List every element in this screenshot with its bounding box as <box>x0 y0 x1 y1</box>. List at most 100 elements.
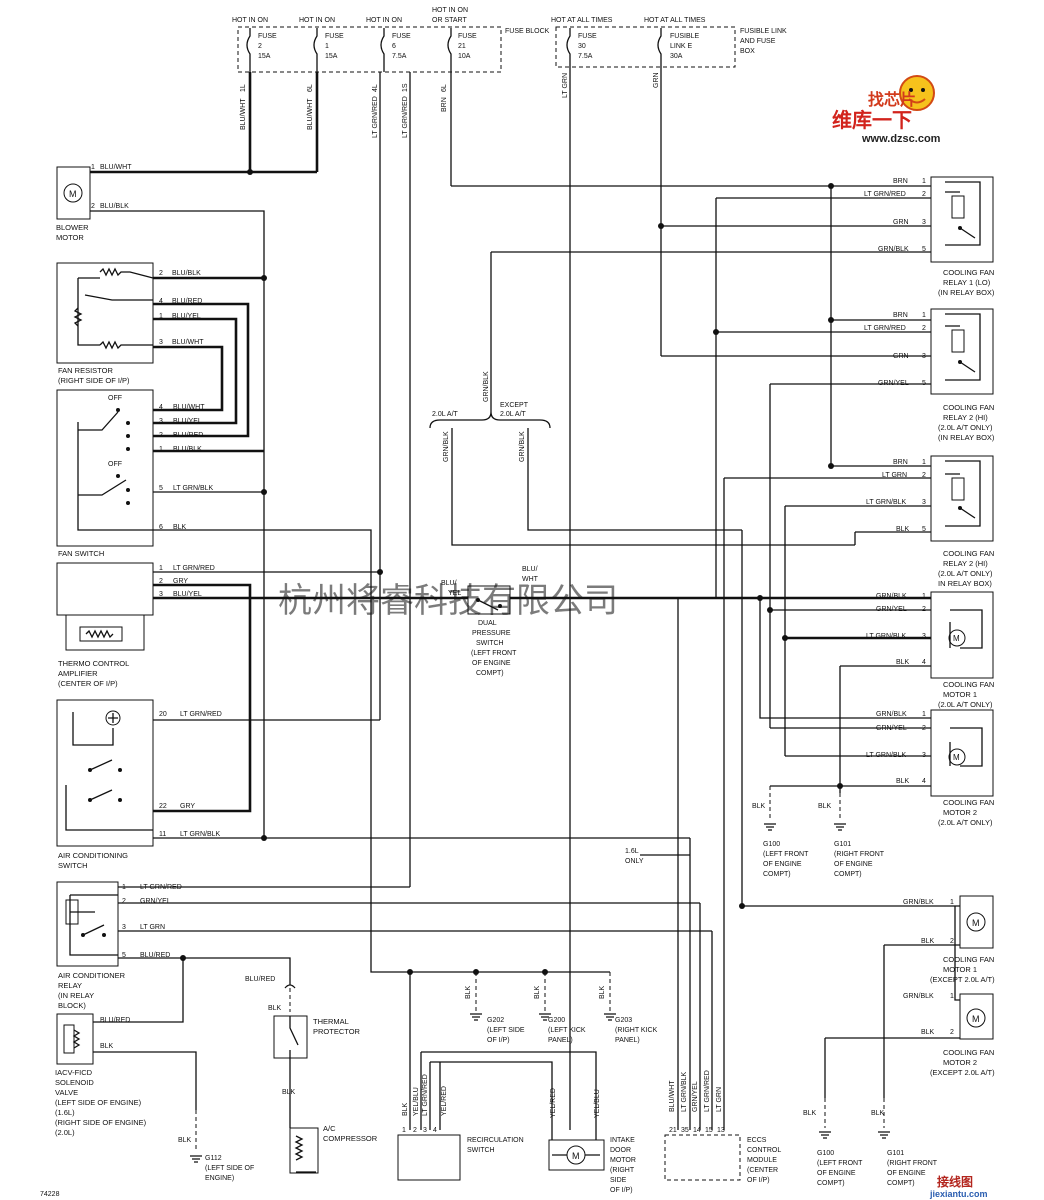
svg-text:WHT: WHT <box>522 576 539 583</box>
dzsc-logo: 找芯片 维库一下 www.dzsc.com <box>832 75 941 145</box>
svg-text:BLU/: BLU/ <box>522 566 538 573</box>
svg-text:11: 11 <box>159 831 166 838</box>
svg-text:HOT IN ON: HOT IN ON <box>366 17 402 24</box>
svg-text:BLK: BLK <box>818 803 832 810</box>
svg-text:BLU/RED: BLU/RED <box>245 976 275 983</box>
svg-text:7.5A: 7.5A <box>392 53 407 60</box>
svg-text:COMPT): COMPT) <box>763 871 791 878</box>
svg-text:10A: 10A <box>458 53 471 60</box>
svg-text:1: 1 <box>922 312 926 319</box>
svg-text:1.6L: 1.6L <box>625 848 639 855</box>
svg-text:IACV-FICD: IACV-FICD <box>55 1068 93 1077</box>
svg-text:RELAY 1 (LO): RELAY 1 (LO) <box>943 278 991 287</box>
fuse-block-label: FUSE BLOCK <box>505 28 550 35</box>
svg-text:(RIGHT FRONT: (RIGHT FRONT <box>887 1160 938 1167</box>
svg-text:BLK: BLK <box>100 1043 114 1050</box>
svg-text:PANEL): PANEL) <box>548 1037 573 1044</box>
svg-text:(EXCEPT 2.0L A/T): (EXCEPT 2.0L A/T) <box>930 975 995 984</box>
svg-text:LT GRN/BLK: LT GRN/BLK <box>173 485 214 492</box>
svg-text:14: 14 <box>693 1127 701 1134</box>
svg-text:20: 20 <box>159 711 167 718</box>
intake-door-motor: M YEL/RED YEL/BLU INTAKE DOOR MOTOR (RIG… <box>548 1088 636 1194</box>
svg-text:BLK: BLK <box>173 524 187 531</box>
cooling-fan-motor-1-except: M 1 GRN/BLK 2 BLK COOLING FAN MOTOR 1 (E… <box>903 895 995 984</box>
svg-text:PANEL): PANEL) <box>615 1037 640 1044</box>
motor-icon: M <box>572 1151 580 1161</box>
svg-text:G101: G101 <box>834 841 851 848</box>
svg-text:BLU/WHT: BLU/WHT <box>172 339 204 346</box>
svg-text:IN RELAY BOX): IN RELAY BOX) <box>938 579 992 588</box>
svg-text:2: 2 <box>922 472 926 479</box>
svg-text:35: 35 <box>681 1127 689 1134</box>
svg-text:OR START: OR START <box>432 17 467 24</box>
svg-text:(EXCEPT 2.0L A/T): (EXCEPT 2.0L A/T) <box>930 1068 995 1077</box>
svg-text:15A: 15A <box>258 53 271 60</box>
svg-text:BLK: BLK <box>871 1110 885 1117</box>
svg-text:COOLING FAN: COOLING FAN <box>943 403 994 412</box>
svg-text:3: 3 <box>922 633 926 640</box>
svg-text:(2.0L): (2.0L) <box>55 1128 75 1137</box>
svg-text:3: 3 <box>423 1127 427 1134</box>
svg-text:LT GRN: LT GRN <box>716 1087 723 1112</box>
dual-pressure-switch: BLU/ YEL BLU/ WHT DUAL PRESSURE SWITCH (… <box>441 566 539 677</box>
watermark: 杭州将睿科技有限公司 <box>278 582 618 620</box>
svg-text:2: 2 <box>950 938 954 945</box>
svg-text:COMPT): COMPT) <box>476 670 504 677</box>
svg-text:COMPT): COMPT) <box>887 1180 915 1187</box>
svg-text:BLK: BLK <box>752 803 766 810</box>
svg-text:GRN/YEL: GRN/YEL <box>692 1081 699 1112</box>
fan-resistor: FAN RESISTOR (RIGHT SIDE OF I/P) 2 BLU/B… <box>56 262 204 385</box>
svg-text:6: 6 <box>392 43 396 50</box>
svg-text:BLU/WHT: BLU/WHT <box>669 1080 676 1112</box>
svg-text:5: 5 <box>922 246 926 253</box>
svg-text:GRN/BLK: GRN/BLK <box>903 993 934 1000</box>
svg-text:SOLENOID: SOLENOID <box>55 1078 94 1087</box>
svg-text:COMPT): COMPT) <box>834 871 862 878</box>
svg-text:COOLING FAN: COOLING FAN <box>943 1048 994 1057</box>
svg-text:2.0L A/T: 2.0L A/T <box>432 411 459 418</box>
svg-text:BRN: BRN <box>893 312 908 319</box>
svg-text:3: 3 <box>159 418 163 425</box>
svg-text:(LEFT SIDE: (LEFT SIDE <box>487 1027 525 1034</box>
svg-text:2: 2 <box>413 1127 417 1134</box>
svg-text:(RIGHT: (RIGHT <box>610 1167 635 1174</box>
svg-text:BOX: BOX <box>740 48 755 55</box>
svg-text:GRY: GRY <box>180 803 195 810</box>
svg-text:FUSE: FUSE <box>325 33 344 40</box>
svg-text:(LEFT FRONT: (LEFT FRONT <box>471 650 517 657</box>
svg-text:GRN/YEL: GRN/YEL <box>140 898 171 905</box>
svg-text:2: 2 <box>159 578 163 585</box>
svg-text:(RIGHT FRONT: (RIGHT FRONT <box>834 851 885 858</box>
svg-text:RELAY 2 (HI): RELAY 2 (HI) <box>943 559 988 568</box>
svg-text:SIDE: SIDE <box>610 1177 627 1184</box>
svg-text:BLU/BLK: BLU/BLK <box>173 446 202 453</box>
svg-text:LT GRN/BLK: LT GRN/BLK <box>866 633 907 640</box>
svg-text:30A: 30A <box>670 53 683 60</box>
svg-text:(2.0L A/T ONLY): (2.0L A/T ONLY) <box>938 423 993 432</box>
svg-text:G100: G100 <box>817 1150 834 1157</box>
svg-text:A/C: A/C <box>323 1124 336 1133</box>
svg-text:15: 15 <box>705 1127 713 1134</box>
svg-text:4L: 4L <box>372 84 379 92</box>
svg-text:(IN RELAY BOX): (IN RELAY BOX) <box>938 433 995 442</box>
svg-text:G100: G100 <box>763 841 780 848</box>
svg-text:COOLING FAN: COOLING FAN <box>943 798 994 807</box>
svg-text:LT GRN/RED: LT GRN/RED <box>704 1070 711 1112</box>
svg-text:OFF: OFF <box>108 395 122 402</box>
svg-text:BLK: BLK <box>921 938 935 945</box>
svg-text:(LEFT FRONT: (LEFT FRONT <box>763 851 809 858</box>
fan-switch: OFF OFF FAN SWITCH 4 BLU/WHT 3 BLU/YEL 2… <box>56 389 214 558</box>
svg-text:BLU/RED: BLU/RED <box>100 1017 130 1024</box>
svg-text:2: 2 <box>159 432 163 439</box>
svg-text:FUSIBLE LINK: FUSIBLE LINK <box>740 28 787 35</box>
svg-text:2: 2 <box>922 191 926 198</box>
svg-text:OF I/P): OF I/P) <box>610 1187 633 1194</box>
svg-text:G101: G101 <box>887 1150 904 1157</box>
svg-text:RELAY: RELAY <box>58 981 82 990</box>
svg-text:3: 3 <box>922 219 926 226</box>
svg-text:THERMAL: THERMAL <box>313 1017 349 1026</box>
svg-text:FUSE: FUSE <box>392 33 411 40</box>
svg-text:21: 21 <box>458 43 466 50</box>
svg-text:(2.0L A/T ONLY): (2.0L A/T ONLY) <box>938 818 993 827</box>
svg-text:15A: 15A <box>325 53 338 60</box>
